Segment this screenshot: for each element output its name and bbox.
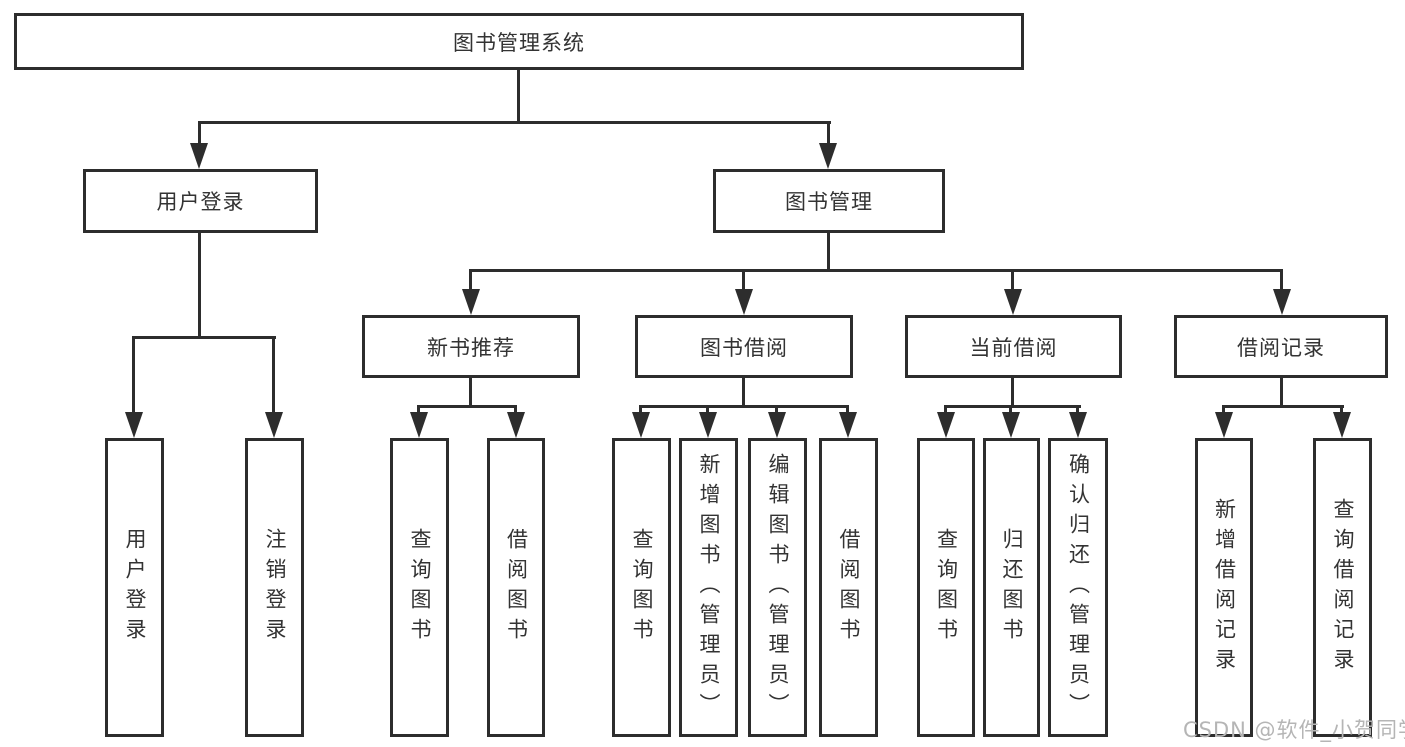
arrowhead-down-icon [190,143,208,169]
node-book-borrowing: 图书借阅 [635,315,853,378]
connector-line [198,232,201,337]
connector-line [469,378,472,407]
arrowhead-down-icon [1002,412,1020,438]
connector-line [469,272,472,292]
arrowhead-down-icon [839,412,857,438]
connector-line [1222,405,1344,408]
arrowhead-down-icon [125,412,143,438]
connector-line [827,124,830,148]
connector-line [417,405,517,408]
leaf-confirm-return-admin: 确认归还（管理员） [1048,438,1108,737]
leaf-user-login: 用户登录 [105,438,164,737]
arrowhead-down-icon [1069,412,1087,438]
arrowhead-down-icon [507,412,525,438]
leaf-edit-books-admin: 编辑图书（管理员） [748,438,807,737]
arrowhead-down-icon [819,143,837,169]
arrowhead-down-icon [768,412,786,438]
connector-line [1280,272,1283,292]
leaf-query-books-borrowing: 查询图书 [612,438,671,737]
node-borrowing-records: 借阅记录 [1174,315,1388,378]
arrowhead-down-icon [735,289,753,315]
arrowhead-down-icon [265,412,283,438]
connector-line [1280,378,1283,407]
arrowhead-down-icon [699,412,717,438]
connector-line [1011,272,1014,292]
node-current-borrowing: 当前借阅 [905,315,1122,378]
connector-line [639,405,849,408]
leaf-query-books-recommend: 查询图书 [390,438,449,737]
connector-line [742,378,745,407]
leaf-query-books-current: 查询图书 [917,438,975,737]
leaf-add-books-admin: 新增图书（管理员） [679,438,738,737]
leaf-borrow-books-recommend: 借阅图书 [487,438,545,737]
arrowhead-down-icon [937,412,955,438]
node-book-management: 图书管理 [713,169,945,233]
arrowhead-down-icon [1004,289,1022,315]
node-library-management-system: 图书管理系统 [14,13,1024,70]
arrowhead-down-icon [410,412,428,438]
connector-line [742,272,745,292]
connector-line [827,233,830,271]
arrowhead-down-icon [1215,412,1233,438]
arrowhead-down-icon [1273,289,1291,315]
node-new-book-recommendation: 新书推荐 [362,315,580,378]
connector-line [469,269,1283,272]
connector-line [944,405,1081,408]
connector-line [198,124,201,148]
connector-line [198,121,831,124]
connector-line [272,339,275,414]
leaf-logout-login: 注销登录 [245,438,304,737]
leaf-return-books: 归还图书 [983,438,1040,737]
connector-line [132,339,135,414]
watermark-text: CSDN @软件_小贺同学 [1183,718,1405,742]
connector-line [517,70,520,124]
arrowhead-down-icon [462,289,480,315]
arrowhead-down-icon [632,412,650,438]
arrowhead-down-icon [1333,412,1351,438]
node-user-login: 用户登录 [83,169,318,233]
leaf-query-borrowing-record: 查询借阅记录 [1313,438,1372,737]
connector-line [132,336,276,339]
connector-line [1011,378,1014,407]
leaf-borrow-books-borrowing: 借阅图书 [819,438,878,737]
leaf-add-borrowing-record: 新增借阅记录 [1195,438,1253,737]
